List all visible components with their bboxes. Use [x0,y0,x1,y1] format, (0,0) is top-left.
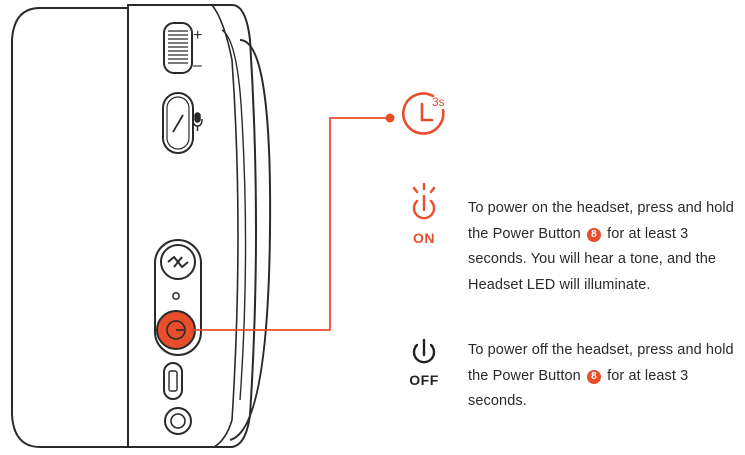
off-label: OFF [409,372,439,388]
headset-outer-shell [229,39,272,441]
power-off-text-end: for at least 3 seconds. [468,367,689,410]
power-button-ref-badge: 8 [586,369,601,384]
volume-plus-label: + [193,27,202,44]
timer-icon [402,92,445,135]
power-on-instructions: To power on the headset, press and hold … [468,196,743,298]
callout-line [191,117,388,331]
power-button-ref-badge: 8 [586,227,601,242]
bluetooth-icon [167,256,189,268]
power-off-instructions: To power off the headset, press and hold… [468,338,743,415]
on-label: ON [413,230,435,246]
power-button[interactable] [156,310,196,350]
audio-jack [164,407,192,435]
bluetooth-button[interactable] [160,244,196,280]
microphone-icon [192,112,203,131]
mic-mute-button[interactable] [162,92,194,154]
power-on-icon [412,182,436,220]
power-on-text-end: for at least 3 seconds. You will hear a … [468,225,717,293]
headset-cup-body [127,4,257,448]
ear-cushion [11,7,129,448]
power-on-text-start: To power on the headset, press and hold … [468,200,734,242]
volume-roller[interactable] [163,22,193,74]
power-off-text-start: To power off the headset, press and hold… [468,342,734,384]
callout-dot [385,113,395,123]
usb-c-port [163,362,183,400]
headset-led [172,292,180,300]
volume-minus-label: – [193,57,202,74]
power-off-icon [412,338,436,364]
timer-label: 3s [432,95,445,109]
